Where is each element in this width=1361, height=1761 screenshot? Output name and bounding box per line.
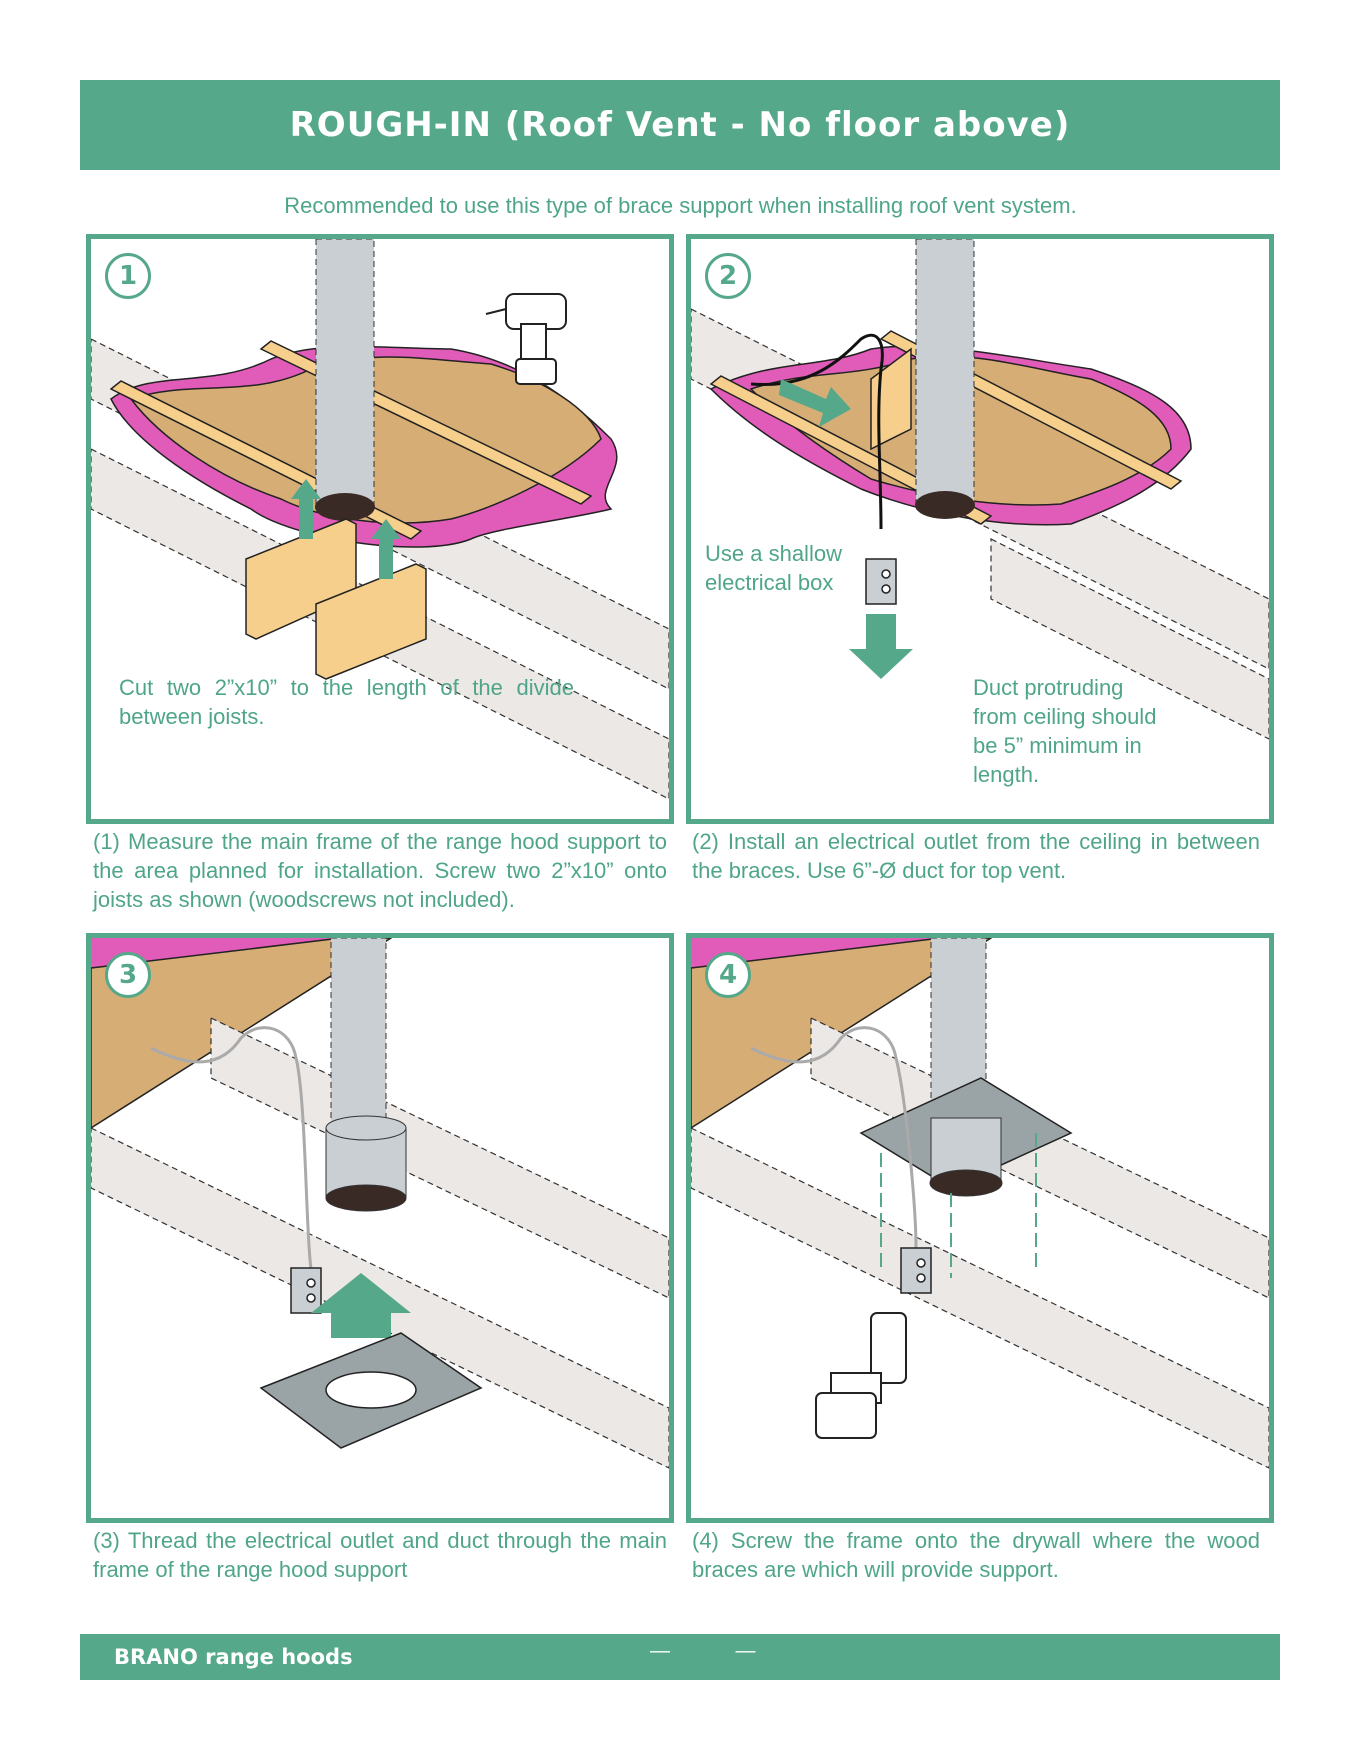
- step-3-panel: 3: [86, 933, 674, 1523]
- subtitle: Recommended to use this type of brace su…: [0, 193, 1361, 219]
- drill-icon: [816, 1313, 906, 1438]
- step-2-note-box: Use a shallow electrical box: [705, 539, 855, 597]
- step-3-badge: 3: [105, 952, 151, 998]
- step-2-panel: 2 Use a shallow electrical box: [686, 234, 1274, 824]
- step-1-panel: 1: [86, 234, 674, 824]
- footer-brand: BRANO range hoods: [114, 1645, 353, 1669]
- step-4-panel: 4: [686, 933, 1274, 1523]
- page-title: ROUGH-IN (Roof Vent - No floor above): [290, 105, 1071, 145]
- step-1-illustration: [91, 239, 669, 819]
- step-3-illustration: [91, 938, 669, 1518]
- step-4-badge: 4: [705, 952, 751, 998]
- step-2-note-duct: Duct protruding from ceiling should be 5…: [973, 673, 1173, 789]
- step-2-badge: 2: [705, 253, 751, 299]
- step-4-illustration: [691, 938, 1269, 1518]
- step-2-caption: (2) Install an electrical outlet from th…: [692, 827, 1260, 885]
- step-1-caption: (1) Measure the main frame of the range …: [93, 827, 667, 914]
- step-1-note: Cut two 2”x10” to the length of the divi…: [119, 673, 574, 731]
- footer-bar: BRANO range hoods — —: [80, 1634, 1280, 1680]
- footer-dashes: — —: [650, 1640, 786, 1663]
- step-3-caption: (3) Thread the electrical outlet and duc…: [93, 1526, 667, 1584]
- step-1-badge: 1: [105, 253, 151, 299]
- title-banner: ROUGH-IN (Roof Vent - No floor above): [80, 80, 1280, 170]
- duct-pipe: [315, 239, 375, 521]
- electrical-box-icon: [866, 559, 896, 604]
- step-4-caption: (4) Screw the frame onto the drywall whe…: [692, 1526, 1260, 1584]
